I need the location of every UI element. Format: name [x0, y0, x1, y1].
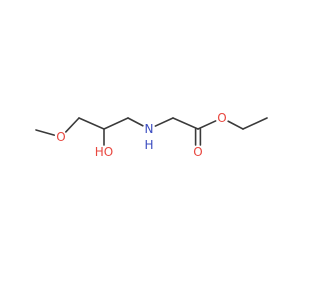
bond-c1-c2 — [78, 117, 105, 130]
atom-label-o1: O — [56, 130, 65, 144]
bond-me1-o1 — [35, 129, 56, 136]
bond-c4-c5 — [172, 117, 199, 130]
bond-c2-c3 — [103, 117, 129, 130]
atom-label-o2: O — [193, 145, 202, 159]
bond-o1-c1 — [65, 117, 80, 133]
bond-c6-me2 — [242, 117, 268, 130]
atom-label-oh: HO — [95, 145, 113, 159]
bonds-layer — [35, 117, 268, 146]
bond-c5-o3 — [197, 120, 217, 130]
atom-label-o3: O — [217, 111, 226, 125]
bond-o3-c6 — [227, 120, 244, 130]
bond-c3-n1 — [127, 117, 144, 127]
atom-label-h1: H — [144, 138, 153, 152]
atom-label-n1: N — [145, 122, 154, 136]
bond-n1-c4 — [154, 117, 174, 127]
